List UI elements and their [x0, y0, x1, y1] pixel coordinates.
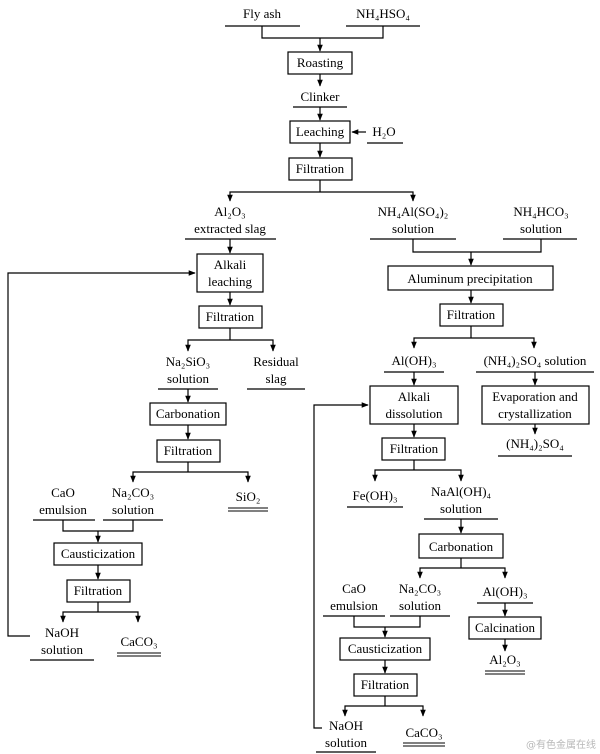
connector-split-2-right [230, 339, 276, 352]
text-filtration-1: Filtration [296, 161, 345, 176]
connector-split-1-right [320, 191, 416, 202]
recycle-naoh-right [313, 402, 369, 729]
text-calcination: Calcination [475, 620, 535, 635]
label-fly-ash: Fly ash [243, 6, 281, 21]
label-al-oh3-2: Al(OH)₃ [483, 584, 528, 599]
label-caco3-2: CaCO₃ [405, 725, 442, 740]
label-clinker: Clinker [301, 89, 341, 104]
label-al2o3-slag-1: Al₂O₃ [214, 204, 245, 219]
label-naoh-1a: NaOH [45, 625, 79, 640]
label-nh4hco3-2: solution [520, 221, 562, 236]
label-al2o3-product: Al₂O₃ [489, 652, 520, 667]
label-caco3-1: CaCO₃ [120, 634, 157, 649]
label-naal-oh4-1: NaAl(OH)₄ [431, 484, 492, 499]
label-residual-slag-1: Residual [253, 354, 299, 369]
text-alkali-dissolution-2: dissolution [385, 406, 443, 421]
connector-split-2-left [185, 339, 230, 352]
connector-split-7-left [417, 567, 461, 579]
connector-merge-precip [412, 239, 542, 253]
connector-split-3-left [130, 471, 188, 483]
recycle-naoh-left [7, 270, 196, 637]
text-alkali-leaching-1: Alkali [214, 257, 247, 272]
text-evaporation-1: Evaporation and [492, 389, 578, 404]
label-residual-slag-2: slag [266, 371, 287, 386]
text-causticization-1: Causticization [61, 546, 136, 561]
label-nh4al-1: NH₄Al(SO₄)₂ [378, 204, 449, 219]
label-na2co3-2a: Na₂CO₃ [399, 581, 441, 596]
connector-split-8-left [342, 705, 385, 717]
label-nh4hso4: NH₄HSO₄ [356, 6, 410, 21]
label-naal-oh4-2: solution [440, 501, 482, 516]
label-naoh-2a: NaOH [329, 718, 363, 733]
connector-split-5-left [411, 337, 471, 349]
connector-split-4-right [98, 611, 141, 623]
label-nh4-2so4: (NH₄)₂SO₄ [506, 436, 564, 451]
label-na2sio3-1: Na₂SiO₃ [166, 354, 210, 369]
text-alkali-leaching-2: leaching [208, 274, 253, 289]
text-evaporation-2: crystallization [498, 406, 572, 421]
label-cao-emulsion-1a: CaO [51, 485, 75, 500]
label-al2o3-slag-2: extracted slag [194, 221, 266, 236]
label-na2co3-1b: solution [112, 502, 154, 517]
text-roasting: Roasting [297, 55, 344, 70]
box-alkali-dissolution [369, 385, 459, 425]
text-carbonation-2: Carbonation [429, 539, 494, 554]
text-filtration-7: Filtration [361, 677, 410, 692]
label-fe-oh3: Fe(OH)₃ [353, 488, 398, 503]
text-carbonation-1: Carbonation [156, 406, 221, 421]
box-aluminum-precipitation [387, 265, 554, 291]
box-alkali-leaching [196, 253, 264, 293]
label-nh4al-2: solution [392, 221, 434, 236]
text-alkali-dissolution-1: Alkali [398, 389, 431, 404]
label-na2co3-1a: Na₂CO₃ [112, 485, 154, 500]
text-aluminum-precipitation: Aluminum precipitation [407, 271, 533, 286]
connector-merge-caust-2 [353, 616, 421, 628]
connector-split-3-right [188, 471, 251, 483]
label-nh4-2so4-solution: (NH₄)₂SO₄ solution [484, 353, 587, 368]
text-filtration-2: Filtration [206, 309, 255, 324]
text-filtration-4: Filtration [74, 583, 123, 598]
box-carbonation-2 [418, 533, 504, 559]
connector-split-6-left [372, 469, 414, 482]
text-causticization-2: Causticization [348, 641, 423, 656]
label-na2sio3-2: solution [167, 371, 209, 386]
text-filtration-6: Filtration [390, 441, 439, 456]
label-sio2: SiO₂ [236, 489, 261, 504]
label-cao-emulsion-2a: CaO [342, 581, 366, 596]
text-filtration-5: Filtration [447, 307, 496, 322]
text-leaching: Leaching [296, 124, 345, 139]
label-cao-emulsion-1b: emulsion [39, 502, 87, 517]
label-nh4hco3-1: NH₄HCO₃ [513, 204, 568, 219]
connector-split-4-left [60, 611, 98, 623]
connector-split-1-left [227, 191, 320, 202]
label-cao-emulsion-2b: emulsion [330, 598, 378, 613]
watermark: @有色金属在线 [526, 738, 596, 751]
label-water: H₂O [372, 124, 395, 139]
label-naoh-2b: solution [325, 735, 367, 750]
connector-split-7-right [461, 567, 508, 579]
connector-split-8-right [385, 705, 426, 717]
connector-merge-caust-1 [62, 520, 134, 532]
label-na2co3-2b: solution [399, 598, 441, 613]
label-al-oh3-1: Al(OH)₃ [392, 353, 437, 368]
connector-feed-merge [261, 26, 384, 39]
connector-split-6-right [414, 469, 464, 482]
connector-split-5-right [471, 337, 537, 349]
text-filtration-3: Filtration [164, 443, 213, 458]
label-naoh-1b: solution [41, 642, 83, 657]
box-evaporation [481, 385, 590, 425]
